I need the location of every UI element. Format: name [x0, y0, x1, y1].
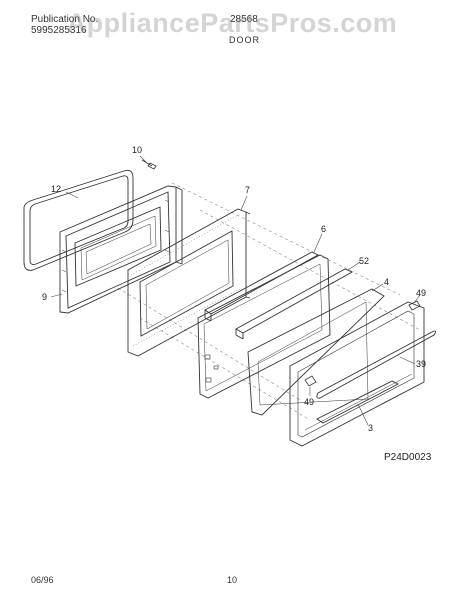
model-code: 28568	[230, 14, 258, 25]
bottom-trim-part	[316, 380, 399, 424]
footer-page-number: 10	[227, 575, 238, 585]
callout-10: 10	[132, 145, 142, 155]
watermark: AppliancePartsPros.com	[66, 8, 398, 38]
callout-12: 12	[51, 184, 61, 194]
door-liner-part	[59, 185, 183, 314]
callout-7: 7	[245, 185, 250, 195]
handle-rail-part	[235, 268, 354, 340]
door-gasket-part	[23, 169, 134, 271]
callout-39: 39	[416, 359, 426, 369]
callout-3: 3	[368, 423, 373, 433]
alignment-lines	[117, 182, 421, 421]
handle-end-cap-left	[304, 375, 317, 387]
callout-6: 6	[321, 224, 326, 234]
screw-part	[141, 159, 157, 170]
callout-49-bottom: 49	[304, 397, 314, 407]
glass-panel-part	[247, 288, 385, 416]
callout-49-top: 49	[416, 288, 426, 298]
callouts: 10 12 7 6 52 4 49 9 39 49 3	[42, 145, 426, 433]
section-title: DOOR	[229, 35, 260, 45]
publication-number: 5995285316	[31, 25, 87, 36]
callout-4: 4	[384, 277, 389, 287]
callout-9: 9	[42, 292, 47, 302]
insulation-frame-part	[127, 208, 251, 357]
door-handle-part	[316, 330, 437, 399]
diagram-code: P24D0023	[384, 452, 432, 463]
footer-date: 06/96	[31, 575, 54, 585]
outer-door-panel-part	[289, 301, 425, 447]
publication-label: Publication No.	[31, 14, 99, 25]
leader-lines	[50, 155, 421, 426]
inner-panel-part	[197, 254, 331, 399]
callout-52: 52	[359, 256, 369, 266]
